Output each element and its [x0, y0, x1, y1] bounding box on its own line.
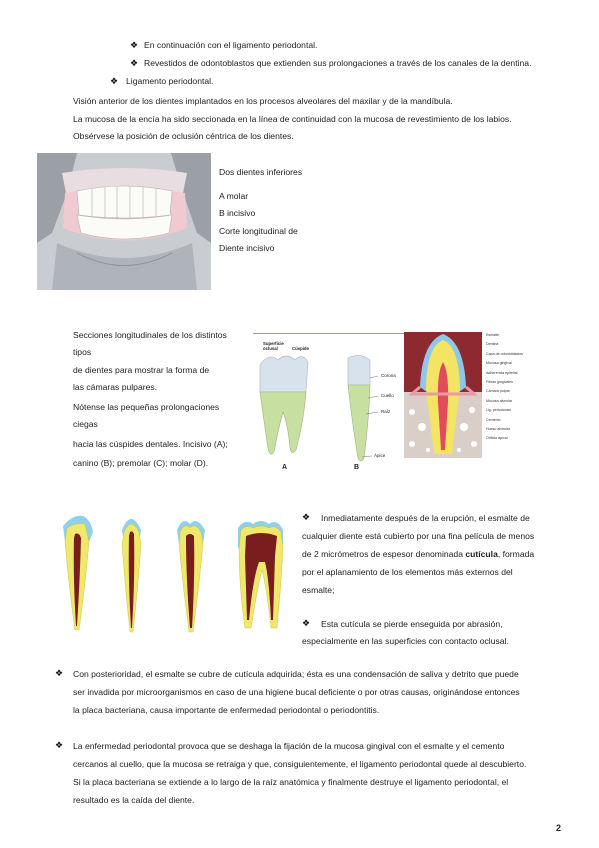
bullet-icon: ❖ — [302, 512, 311, 522]
label-neck: Cuello — [381, 393, 394, 398]
para4-line-1: La enfermedad periodontal provoca que se… — [73, 741, 505, 751]
page-number: 2 — [556, 823, 562, 833]
section-label: Mucosa gingival — [486, 361, 512, 366]
caption2-line-1: Secciones longitudinales de los distinto… — [73, 330, 227, 340]
caption1-line-1: Dos dientes inferiores — [219, 167, 303, 177]
caption2-line-5: Nótense las pequeñas prolongaciones — [73, 402, 220, 412]
intro-line-1: Visión anterior de los dientes implantad… — [73, 96, 453, 106]
intro-line-2: La mucosa de la encía ha sido seccionada… — [73, 114, 512, 124]
jaw-illustration — [37, 153, 211, 290]
caption2-line-4: las cámaras pulpares. — [73, 382, 158, 392]
bullet-text-1: En continuación con el ligamento periodo… — [144, 40, 318, 50]
section-label: Orificio apical — [486, 436, 508, 441]
bullet-icon: ❖ — [55, 668, 64, 678]
label-surface: Superficie oclusal — [263, 341, 284, 351]
caption2-line-8: canino (B); premolar (C); molar (D). — [73, 458, 209, 468]
para3-line-3: la placa bacteriana, causa importante de… — [73, 705, 380, 715]
bullet-text-2: Revestidos de odontoblastos que extiende… — [144, 58, 532, 68]
caption1-line-4: Corte longitudinal de — [219, 226, 298, 236]
bullet-icon: ❖ — [130, 40, 139, 50]
label-apex: Ápice — [374, 453, 386, 458]
jaw-drawing — [37, 153, 211, 290]
label-root: Raíz — [381, 409, 391, 414]
section-label: Adherencia epitelial — [486, 370, 518, 375]
para3-line-2: ser invadida por microorganismos en caso… — [73, 687, 520, 697]
section-label: Capa de odontoblastos — [486, 351, 523, 356]
bullet-icon: ❖ — [55, 740, 64, 750]
cuticle-term: cutícula — [465, 549, 498, 559]
bullet-icon: ❖ — [302, 618, 311, 628]
section-label: Cemento — [486, 417, 501, 422]
label-cusp: Cúspide — [292, 346, 309, 351]
section-labels: Esmalte Dentina Capa de odontoblastos Mu… — [486, 333, 536, 447]
bullet-icon: ❖ — [130, 58, 139, 68]
right-para-line-6: Esta cutícula se pierde enseguida por ab… — [321, 619, 503, 629]
intro-line-3: Obsérvese la posición de oclusión céntri… — [73, 131, 294, 141]
para4-line-3: Si la placa bacteriana se extiende a lo … — [73, 777, 509, 787]
molar-incisor-drawing — [259, 355, 379, 462]
section-label: Mucosa alveolar — [486, 398, 513, 403]
right-para-line-3a: de 2 micrómetros de espesor denominada — [302, 549, 466, 559]
section-label: Fibras gingivales — [486, 379, 513, 384]
bullet-icon: ❖ — [110, 76, 119, 86]
para3-line-1: Con posterioridad, el esmalte se cubre d… — [73, 669, 519, 679]
right-para-line-3c: , formada — [497, 549, 535, 559]
label-a: A — [282, 464, 288, 471]
section-label: Cámara pulpar — [486, 389, 510, 394]
right-para-line-7: especialmente en las superficies con con… — [302, 636, 509, 646]
caption2-line-2: tipos — [73, 347, 92, 357]
label-crown: Corona — [381, 373, 396, 378]
section-label: Hueso alveolar — [486, 426, 510, 431]
caption1-line-2: A molar — [219, 191, 249, 201]
figure-divider — [253, 333, 411, 334]
para4-line-4: resultado es la caída del diente. — [73, 795, 195, 805]
caption2-line-6: ciegas — [73, 419, 98, 429]
section-label: Dentina — [486, 342, 499, 347]
molar-incisor-diagram — [250, 340, 400, 480]
caption2-line-3: de dientes para mostrar la forma de — [73, 365, 210, 375]
label-b: B — [354, 464, 360, 471]
incisor-section-diagram — [404, 332, 482, 458]
tooth-types-drawing — [63, 515, 284, 633]
right-para-line-5: esmalte; — [302, 585, 335, 595]
incisor-section-drawing — [404, 332, 482, 458]
bullet-text-3: Ligamento periodontal. — [126, 76, 214, 86]
tooth-types-diagram — [55, 508, 295, 638]
caption1-line-3: B incisivo — [219, 208, 256, 218]
caption2-line-7: hacia las cúspides dentales. Incisivo (A… — [73, 439, 228, 449]
right-para-line-1: Inmediatamente después de la erupción, e… — [321, 513, 530, 523]
right-para-line-4: por el aplanamiento de los elementos más… — [302, 567, 513, 577]
para4-line-2: cercanos al cuello, que la mucosa se ret… — [73, 759, 527, 769]
right-para-line-3: de 2 micrómetros de espesor denominada c… — [302, 549, 534, 560]
caption1-line-5: Diente incisivo — [219, 243, 275, 253]
section-label: Esmalte — [486, 333, 499, 337]
section-label: Lig. periodontal — [486, 408, 511, 413]
right-para-line-2: cualquier diente está cubierto por una f… — [302, 531, 535, 541]
